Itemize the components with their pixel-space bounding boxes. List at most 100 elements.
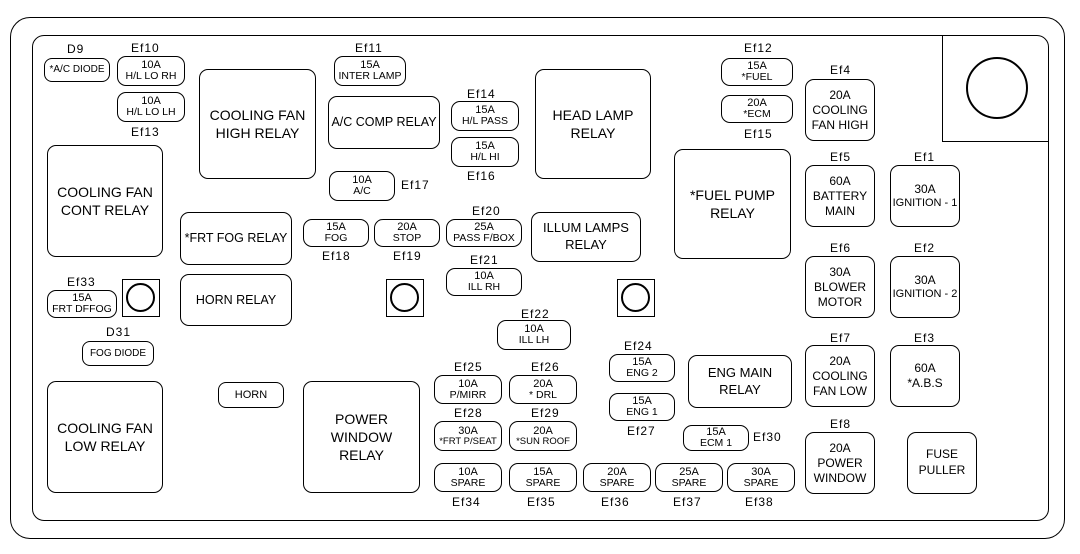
fuse-name: H/L HI — [470, 151, 500, 164]
fuse-name: ILL LH — [518, 334, 550, 347]
fuse-name: FOG — [324, 232, 348, 245]
fuse-name: BLOWER MOTOR — [813, 279, 866, 309]
fuse-name: ECM 1 — [699, 437, 733, 450]
fuse-amp: 20A — [397, 221, 417, 234]
fuse-ef28[interactable]: 30A*FRT P/SEAT — [434, 421, 502, 451]
connector-left — [122, 279, 160, 317]
fuse-ef3[interactable]: 60A*A.B.S — [890, 345, 960, 407]
fog-diode[interactable]: FOG DIODE — [82, 341, 154, 366]
head-lamp-relay[interactable]: HEAD LAMP RELAY — [535, 69, 651, 179]
fuse-amp: 10A — [141, 59, 161, 72]
fuse-amp: 10A — [474, 270, 494, 283]
cooling-fan-low-relay[interactable]: COOLING FAN LOW RELAY — [47, 381, 163, 493]
fuse-name: PASS F/BOX — [453, 232, 515, 245]
frt-fog-relay[interactable]: *FRT FOG RELAY — [180, 212, 292, 265]
fuse-amp: 30A — [458, 424, 478, 437]
fuse-ef19-id: Ef19 — [393, 249, 422, 263]
fuse-ef13-id: Ef13 — [131, 125, 160, 139]
ac-diode[interactable]: *A/C DIODE — [44, 58, 110, 82]
fuse-name: *FUEL — [741, 71, 773, 84]
fuse-amp: 20A — [747, 97, 767, 110]
fuse-name: POWER WINDOW — [813, 455, 867, 485]
fuse-amp: 15A — [326, 221, 346, 234]
fuse-amp: 20A — [829, 440, 851, 455]
cooling-fan-cont-relay[interactable]: COOLING FAN CONT RELAY — [47, 145, 163, 257]
d31-label: D31 — [106, 325, 132, 339]
ac-comp-relay[interactable]: A/C COMP RELAY — [328, 96, 440, 149]
corner-mount — [942, 35, 1049, 142]
fuse-puller[interactable]: FUSE PULLER — [907, 432, 977, 494]
d9-label: D9 — [67, 42, 85, 56]
horn-relay[interactable]: HORN RELAY — [180, 274, 292, 326]
fuse-ef2-id: Ef2 — [914, 241, 936, 255]
diode-label: *A/C DIODE — [49, 64, 105, 76]
fuse-ef36-id: Ef36 — [601, 495, 630, 509]
fuse-name: H/L LO LH — [126, 106, 176, 119]
fuse-amp: 25A — [679, 465, 699, 478]
fuse-ef17-id: Ef17 — [401, 178, 430, 192]
relay-label: HORN RELAY — [195, 292, 277, 307]
fuse-amp: 15A — [632, 356, 652, 369]
fuse-name: SPARE — [450, 476, 486, 489]
fuse-ef27-id: Ef27 — [627, 424, 656, 438]
fuel-pump-relay[interactable]: *FUEL PUMP RELAY — [674, 149, 791, 259]
fuse-name: ENG 2 — [626, 367, 658, 380]
cooling-fan-high-relay[interactable]: COOLING FAN HIGH RELAY — [199, 69, 316, 179]
fuse-ef15[interactable]: 20A*ECM — [721, 95, 793, 123]
fuse-ef12[interactable]: 15A*FUEL — [721, 58, 793, 86]
fuse-name: SPARE — [671, 476, 707, 489]
fuse-name: BATTERY MAIN — [812, 188, 868, 218]
fuse-name: COOLING FAN HIGH — [811, 102, 869, 132]
fuse-amp: 10A — [352, 174, 372, 187]
fuse-amp: 15A — [475, 104, 495, 117]
fuse-ef26[interactable]: 20A* DRL — [509, 375, 577, 404]
fuse-ef37-id: Ef37 — [673, 495, 702, 509]
fuse-name: ENG 1 — [626, 406, 658, 419]
horn[interactable]: HORN — [218, 382, 284, 408]
fuse-ef21-id: Ef21 — [470, 253, 499, 267]
power-window-relay[interactable]: POWER WINDOW RELAY — [303, 381, 420, 493]
eng-main-relay[interactable]: ENG MAIN RELAY — [688, 355, 792, 408]
illum-lamps-relay[interactable]: ILLUM LAMPS RELAY — [531, 212, 641, 262]
fuse-amp: 10A — [458, 465, 478, 478]
fuse-ef14-id: Ef14 — [467, 87, 496, 101]
relay-label: *FRT FOG RELAY — [184, 231, 288, 246]
fuse-amp: 15A — [72, 292, 92, 305]
fuse-ef22-id: Ef22 — [521, 307, 550, 321]
fuse-ef29[interactable]: 20A*SUN ROOF — [509, 421, 577, 451]
fuse-name: STOP — [392, 232, 422, 245]
fuse-amp: 10A — [141, 95, 161, 108]
fuse-amp: 60A — [914, 361, 936, 375]
fuse-amp: 30A — [914, 181, 936, 196]
fuse-box-panel — [32, 35, 1049, 521]
relay-label: A/C COMP RELAY — [331, 115, 437, 130]
